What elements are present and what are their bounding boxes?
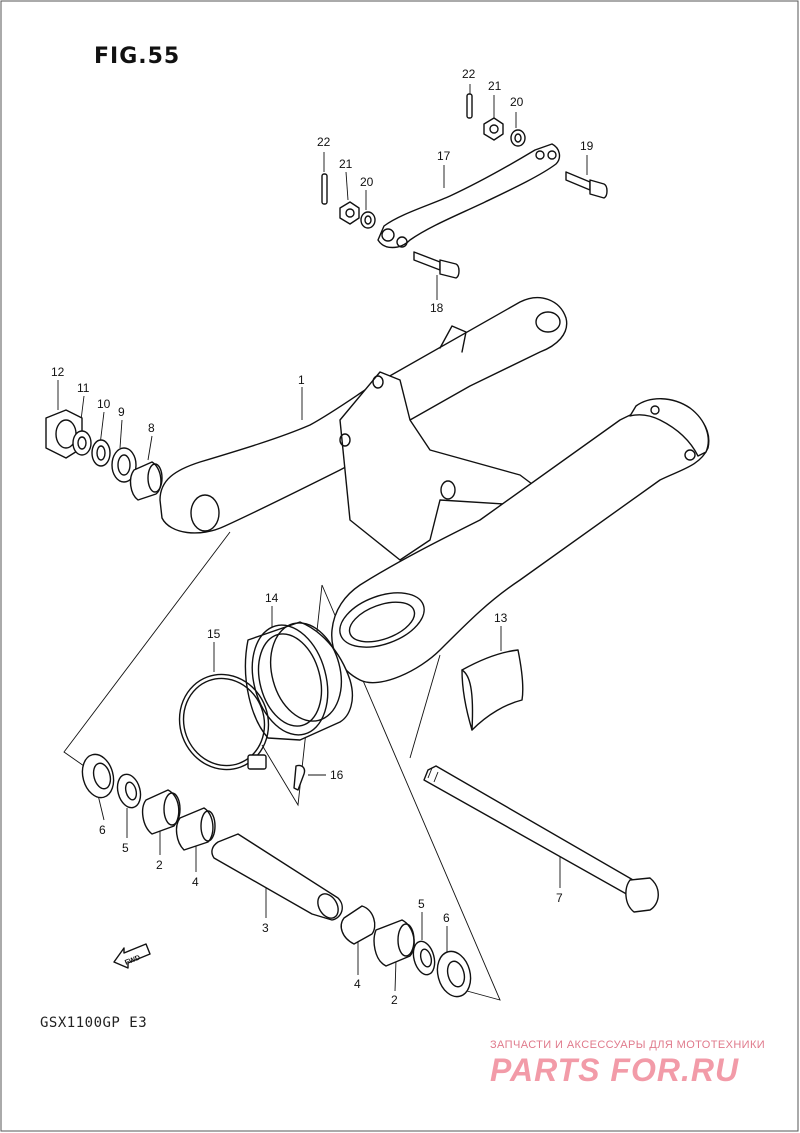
- torque-link-17: [377, 143, 561, 249]
- model-code: GSX1100GP E3: [40, 1015, 148, 1031]
- callout-labels: 22 21 20 22 21 20 17 19 18 12 11 10 9 8 …: [51, 67, 594, 1007]
- watermark-logo: PARTS FOR.RU: [490, 1052, 740, 1088]
- callout-6: 6: [443, 911, 450, 925]
- screw-16: [293, 764, 306, 791]
- spacer-4-right: [340, 905, 376, 945]
- callout-17: 17: [437, 149, 451, 163]
- callout-20: 20: [360, 175, 374, 189]
- washer-20: [360, 129, 526, 229]
- callout-22: 22: [462, 67, 476, 81]
- bolt-19: [565, 171, 608, 199]
- figure-title: FIG.55: [94, 44, 181, 69]
- callout-12: 12: [51, 365, 65, 379]
- callout-10: 10: [97, 397, 111, 411]
- callout-14: 14: [265, 591, 279, 605]
- callout-4: 4: [192, 875, 199, 889]
- pivot-shaft-7: [423, 765, 659, 913]
- needle-bearing-2-right: [373, 919, 415, 967]
- callout-9: 9: [118, 405, 125, 419]
- callout-1: 1: [298, 373, 305, 387]
- band-clamp-15: [178, 673, 270, 771]
- washer-5-right: [412, 940, 436, 976]
- callout-19: 19: [580, 139, 594, 153]
- swingarm-1: [159, 297, 710, 684]
- callout-11: 11: [77, 381, 90, 395]
- washer-5-left: [116, 773, 142, 809]
- callout-2: 2: [156, 858, 163, 872]
- spacer-11: [72, 430, 92, 456]
- pad-13: [461, 649, 524, 731]
- callout-21: 21: [339, 157, 353, 171]
- oil-seal-6-left: [81, 753, 115, 799]
- callout-5: 5: [418, 897, 425, 911]
- callout-13: 13: [494, 611, 508, 625]
- forward-arrow-icon: FWD: [113, 943, 151, 969]
- dust-cover-14: [244, 621, 354, 741]
- callout-3: 3: [262, 921, 269, 935]
- bolt-18: [413, 251, 460, 279]
- spacer-3: [211, 833, 343, 921]
- callout-6: 6: [99, 823, 106, 837]
- callout-18: 18: [430, 301, 444, 315]
- callout-21: 21: [488, 79, 502, 93]
- collar-8: [129, 461, 163, 501]
- callout-4: 4: [354, 977, 361, 991]
- spacer-4-left: [175, 807, 216, 851]
- callout-16: 16: [330, 768, 344, 782]
- castle-nut-21: [339, 117, 504, 225]
- callout-15: 15: [207, 627, 221, 641]
- callout-20: 20: [510, 95, 524, 109]
- callout-5: 5: [122, 841, 129, 855]
- cotter-pin-22: [321, 93, 473, 205]
- bushing-9: [111, 447, 137, 483]
- callout-22: 22: [317, 135, 331, 149]
- oil-seal-6-right: [436, 950, 472, 998]
- callout-2: 2: [391, 993, 398, 1007]
- watermark-tagline: ЗАПЧАСТИ И АКСЕССУАРЫ ДЛЯ МОТОТЕХНИКИ: [490, 1039, 766, 1051]
- callout-8: 8: [148, 421, 155, 435]
- washer-10: [91, 439, 111, 467]
- needle-bearing-2-left: [141, 789, 181, 835]
- callout-7: 7: [556, 891, 563, 905]
